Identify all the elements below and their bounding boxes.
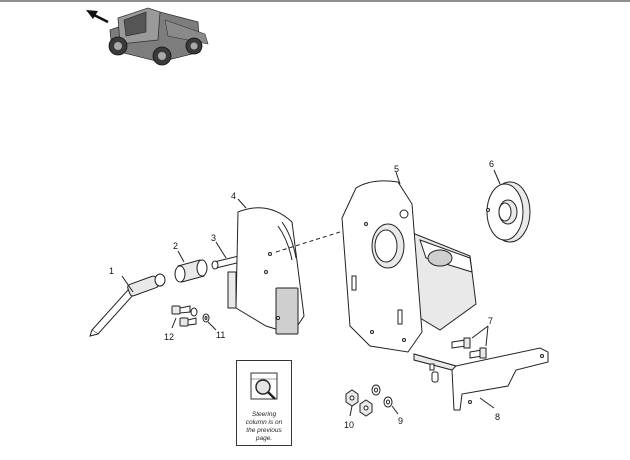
callout-leader-6 [493,169,501,185]
callout-2: 2 [173,241,178,251]
callout-9: 9 [398,416,403,426]
callout-8: 8 [495,412,500,422]
callout-leader-11 [207,321,217,331]
plate-part-4 [227,198,305,335]
callout-10: 10 [344,420,354,430]
callout-4: 4 [231,191,236,201]
note-line-1: Steering [251,411,277,418]
callout-1: 1 [109,266,114,276]
callout-7: 7 [488,316,493,326]
screws-part-12 [171,305,197,329]
nuts-part-10 [345,389,373,417]
callout-11: 11 [216,330,225,340]
callout-leader-5 [395,171,401,185]
callout-leader-12 [171,317,177,329]
handle-part-1 [89,273,166,337]
note-line-3: the previous [246,427,282,434]
callout-leader-9 [391,405,399,415]
callout-3: 3 [211,233,216,243]
callout-leader-7b [485,325,489,347]
callout-leader-8 [479,397,495,409]
callout-12: 12 [164,332,174,342]
callout-leader-3 [215,241,227,259]
callout-5: 5 [394,164,399,174]
disc-part-6 [486,169,531,243]
steering-column-note: Steering column is on the previous page. [236,360,292,446]
note-line-2: column is on [245,419,283,426]
bolts-part-7 [451,325,489,359]
callout-leader-4 [237,198,247,209]
washers-part-11 [190,307,217,331]
callout-leader-1 [121,275,134,293]
bracket-part-8 [413,347,549,411]
callout-6: 6 [489,159,494,169]
arrow-left-icon [86,10,109,24]
bushing-part-2 [174,250,208,283]
alignment-dashed-line [275,211,405,253]
mount-plate-part-5 [341,171,477,353]
callout-leader-7a [471,325,489,339]
note-text: Steering column is on the previous page. [237,411,291,443]
magnifier-icon [250,372,278,400]
washers-part-9 [371,384,399,415]
callout-leader-2 [177,250,185,263]
note-line-4: page. [255,435,273,442]
callout-leader-10 [349,405,353,417]
telehandler-icon [108,7,209,66]
